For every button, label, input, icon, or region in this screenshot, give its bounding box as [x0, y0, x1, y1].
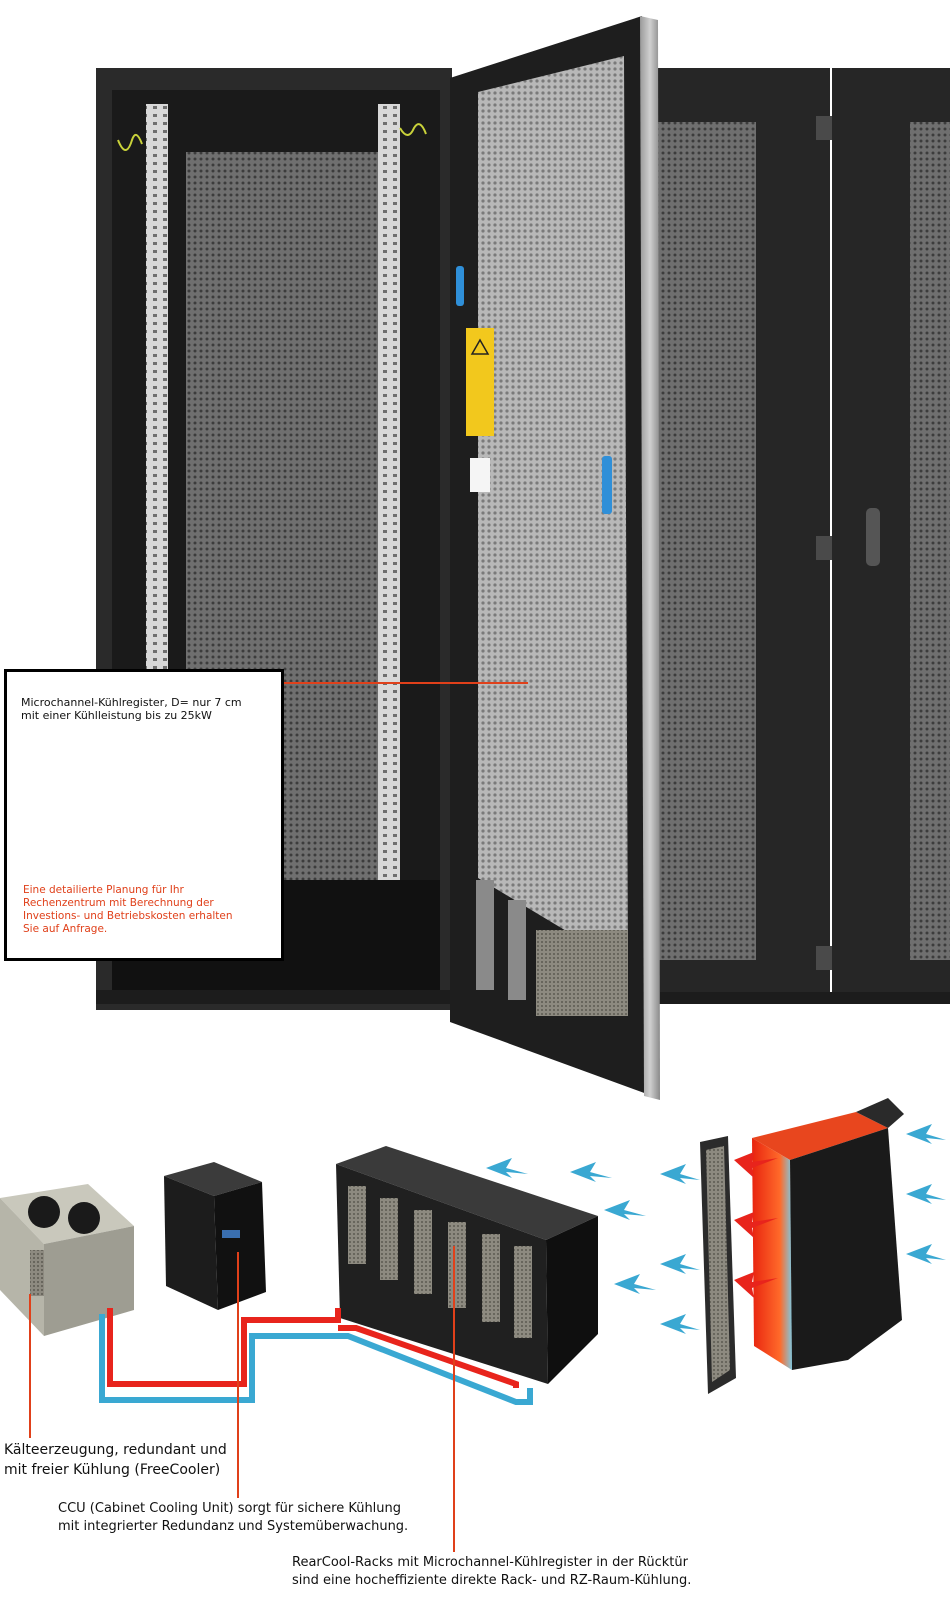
closed-cabinet-1-perforation — [656, 122, 756, 960]
airflow-arrow-icon — [614, 1274, 656, 1294]
airflow-arrow-icon — [570, 1162, 612, 1182]
right-cabinets-base — [640, 992, 950, 1004]
closed-cabinet-2-perforation — [910, 122, 950, 960]
airflow-arrow-icon — [604, 1200, 646, 1220]
warning-label-icon — [466, 328, 494, 436]
airflow-arrow-icon — [660, 1164, 700, 1184]
door-handle-icon — [602, 456, 612, 514]
floor-grille — [536, 930, 628, 1016]
hot-air-arrow-icon — [734, 1152, 778, 1178]
hot-air-arrow-icon — [734, 1272, 778, 1298]
rearcool-rack-row — [336, 1146, 598, 1384]
freecooler-unit — [0, 1184, 134, 1336]
cooling-schematic — [0, 1098, 946, 1552]
hose-connection — [508, 900, 526, 1000]
warning-triangle-icon — [470, 338, 490, 355]
callout-note: Eine detailierte Planung für Ihr Rechenz… — [23, 884, 233, 935]
airflow-arrow-icon — [486, 1158, 528, 1178]
airflow-arrow-icon — [660, 1314, 700, 1334]
microchannel-cooling-register — [478, 56, 628, 968]
door-handle-icon — [456, 266, 464, 306]
cabinet-base — [96, 990, 452, 1004]
return-pipe-cold — [99, 1314, 533, 1405]
ccu-unit — [164, 1162, 266, 1310]
rack-door-perforation — [482, 1234, 500, 1322]
caption-rearcool: RearCool-Racks mit Microchannel-Kühlregi… — [292, 1555, 692, 1588]
warning-sticker-icon — [470, 458, 490, 492]
hinge-icon — [816, 536, 832, 560]
rack-door-perforation — [448, 1222, 466, 1308]
airflow-arrow-icon — [906, 1244, 946, 1264]
rack-rail-right — [378, 104, 400, 984]
rear-door-heat-exchanger — [700, 1098, 904, 1394]
fan-icon — [68, 1202, 100, 1234]
callout-box: Microchannel-Kühlregister, D= nur 7 cm m… — [4, 669, 284, 961]
rack-door-perforation — [514, 1246, 532, 1338]
airflow-arrow-icon — [906, 1184, 946, 1204]
rack-door-perforation — [380, 1198, 398, 1280]
open-rear-door-steel-edge — [640, 16, 660, 1100]
ground-cable — [117, 133, 143, 151]
ccu-display-icon — [222, 1230, 240, 1238]
hot-air-arrow-icon — [734, 1212, 778, 1238]
supply-pipe-hot — [107, 1308, 519, 1388]
ground-cable-right — [399, 123, 427, 136]
door-handle-icon — [866, 508, 880, 566]
rack-door-perforation — [414, 1210, 432, 1294]
callout-title: Microchannel-Kühlregister, D= nur 7 cm m… — [21, 696, 242, 722]
fan-icon — [28, 1196, 60, 1228]
caption-kalteerzeugung: Kälteerzeugung, redundant und mit freier… — [4, 1442, 227, 1478]
airflow-arrow-icon — [660, 1254, 700, 1274]
airflow-arrow-icon — [906, 1124, 946, 1144]
rack-door-perforation — [348, 1186, 366, 1264]
hinge-icon — [816, 116, 832, 140]
hinge-icon — [816, 946, 832, 970]
hose-connection — [476, 880, 494, 990]
caption-ccu: CCU (Cabinet Cooling Unit) sorgt für sic… — [58, 1501, 409, 1534]
